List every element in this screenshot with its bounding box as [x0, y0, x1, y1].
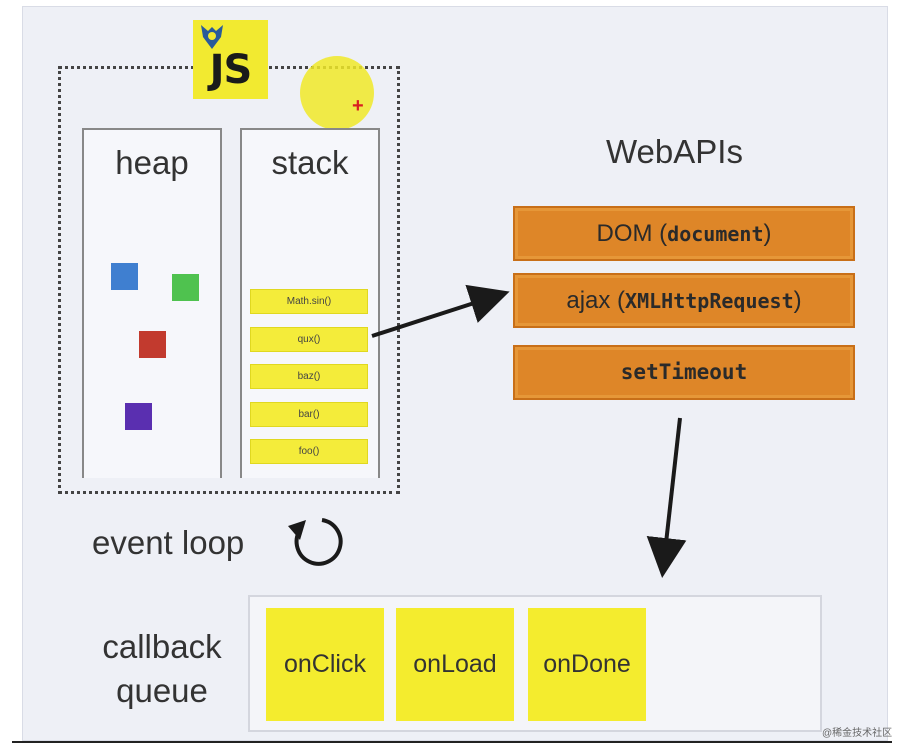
- js-logo-icon: JS: [193, 20, 268, 99]
- heap-object-red: [139, 331, 166, 358]
- webapi-dom-arg: document: [667, 222, 764, 246]
- callback-item: onLoad: [396, 608, 514, 721]
- stack-frame: qux(): [250, 327, 368, 352]
- webapi-settimeout: setTimeout: [513, 345, 855, 400]
- js-logo-text: JS: [209, 47, 253, 93]
- webapis-title: WebAPIs: [606, 133, 743, 170]
- webapi-dom-suffix: ): [763, 220, 772, 247]
- watermark: @稀金技术社区: [822, 728, 893, 739]
- webapi-ajax-suffix: ): [793, 287, 802, 314]
- stack-to-webapi-arrow: [371, 284, 510, 338]
- heap-object-purple: [125, 403, 152, 430]
- event-loop-label: event loop: [92, 524, 245, 561]
- webapi-ajax-arg: XMLHttpRequest: [625, 289, 794, 313]
- callback-queue-label-line1: callback: [102, 628, 222, 665]
- circular-arrow-icon: [288, 518, 343, 566]
- callback-queue-label: callback queue: [92, 625, 232, 713]
- bottom-divider: [12, 741, 892, 743]
- callback-queue-label-line2: queue: [116, 672, 208, 709]
- webapi-dom: DOM (document): [513, 206, 855, 261]
- webapi-ajax: ajax (XMLHttpRequest): [513, 273, 855, 328]
- heap-object-blue: [111, 263, 138, 290]
- webapi-to-queue-arrow: [646, 417, 687, 578]
- crosshair-cursor-icon: +: [352, 95, 364, 117]
- heap-title: heap: [115, 144, 189, 181]
- webapi-dom-prefix: DOM (: [596, 220, 668, 247]
- heap-panel: heap: [82, 128, 222, 478]
- callback-item: onClick: [266, 608, 384, 721]
- callback-item: onDone: [528, 608, 646, 721]
- cursor-highlight: [300, 56, 374, 130]
- nodejs-badge-icon: [201, 25, 223, 49]
- stack-frame: foo(): [250, 439, 368, 464]
- stack-title: stack: [271, 144, 349, 181]
- stack-frame: baz(): [250, 364, 368, 389]
- heap-object-green: [172, 274, 199, 301]
- stack-frame: bar(): [250, 402, 368, 427]
- stack-frame: Math.sin(): [250, 289, 368, 314]
- webapi-ajax-prefix: ajax (: [566, 287, 626, 314]
